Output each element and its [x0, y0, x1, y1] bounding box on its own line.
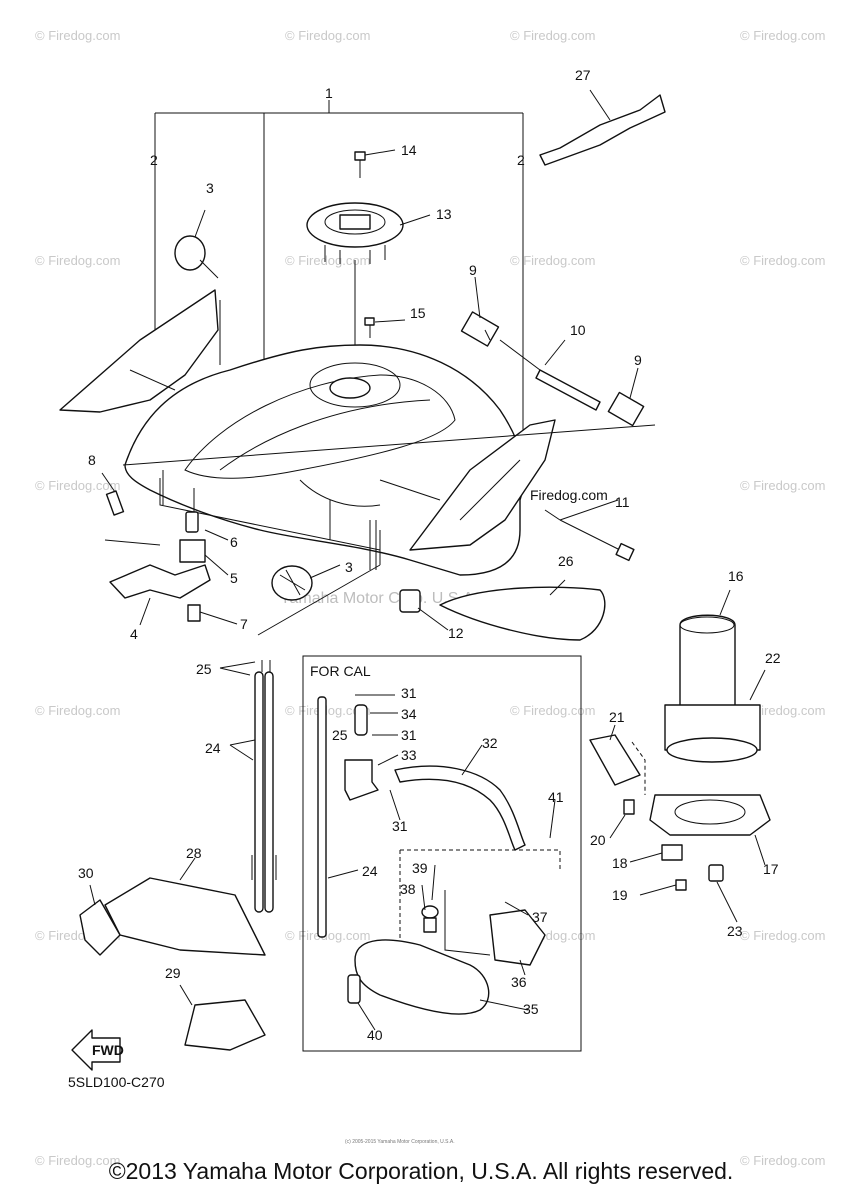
rubber-seal-27 — [539, 94, 666, 166]
callout-3: 3 — [345, 559, 353, 575]
side-cover-right — [409, 419, 556, 551]
watermark-text: © Firedog.com — [510, 28, 595, 43]
callout-1: 1 — [325, 85, 333, 101]
watermark-text: © Firedog.com — [740, 478, 825, 493]
fwd-label: FWD — [92, 1042, 124, 1058]
bolt-11 — [544, 509, 635, 562]
watermark-text: © Firedog.com — [285, 253, 370, 268]
callout-17: 17 — [763, 861, 779, 877]
callout-7: 7 — [240, 616, 248, 632]
fuel-cap-assembly — [306, 151, 404, 345]
watermark-text: © Firedog.com — [35, 253, 120, 268]
for-cal-box — [302, 655, 582, 1052]
callout-30: 30 — [78, 865, 94, 881]
watermark-layer: © Firedog.com © Firedog.com © Firedog.co… — [35, 28, 825, 1168]
callout-33: 33 — [401, 747, 417, 763]
fuel-filter-pipe — [460, 311, 645, 427]
callout-20: 20 — [590, 832, 606, 848]
fuel-pump-assembly — [589, 614, 771, 891]
small-print: (c) 2005-2015 Yamaha Motor Corporation, … — [345, 1139, 455, 1145]
callout-21: 21 — [609, 709, 625, 725]
callout-31: 31 — [401, 685, 417, 701]
watermark-text: © Firedog.com — [740, 928, 825, 943]
callout-32: 32 — [482, 735, 498, 751]
emblem-part — [271, 565, 313, 601]
side-covers-lower — [79, 877, 266, 1051]
callout-5: 5 — [230, 570, 238, 586]
rubber-strip — [439, 586, 606, 641]
for-cal-label: FOR CAL — [310, 663, 371, 679]
callout-numbers: 1 2 2 3 3 4 5 6 7 8 9 9 10 11 12 13 14 1… — [78, 67, 781, 1043]
callout-41: 41 — [548, 789, 564, 805]
callout-26: 26 — [558, 553, 574, 569]
callout-16: 16 — [728, 568, 744, 584]
callout-9: 9 — [469, 262, 477, 278]
callout-39: 39 — [412, 860, 428, 876]
assembly-bracket — [154, 100, 524, 450]
watermark-text: © Firedog.com — [510, 703, 595, 718]
watermark-text: © Firedog.com — [740, 253, 825, 268]
drain-hoses — [251, 520, 381, 913]
callout-18: 18 — [612, 855, 628, 871]
copyright-notice: ©2013 Yamaha Motor Corporation, U.S.A. A… — [108, 1158, 734, 1184]
watermark-text: © Firedog.com — [740, 703, 825, 718]
callout-14: 14 — [401, 142, 417, 158]
emblem-part — [174, 235, 206, 271]
callout-27: 27 — [575, 67, 591, 83]
watermark-text: © Firedog.com — [510, 253, 595, 268]
callout-9: 9 — [634, 352, 642, 368]
leader-lines — [89, 89, 766, 1031]
callout-2: 2 — [517, 152, 525, 168]
callout-31: 31 — [392, 818, 408, 834]
watermark-text: © Firedog.com — [35, 1153, 120, 1168]
watermark-text: © Firedog.com — [285, 28, 370, 43]
canister-assembly — [317, 696, 561, 1015]
clip-part — [399, 589, 421, 613]
watermark-text: © Firedog.com — [35, 703, 120, 718]
callout-11: 11 — [615, 494, 630, 510]
callout-29: 29 — [165, 965, 181, 981]
mount-bracket — [104, 470, 211, 622]
diagram-code: 5SLD100-C270 — [68, 1074, 165, 1090]
watermark-text: © Firedog.com — [35, 28, 120, 43]
watermark-text: © Firedog.com — [740, 1153, 825, 1168]
watermark-text: © Firedog.com — [35, 478, 120, 493]
callout-24: 24 — [362, 863, 378, 879]
watermark-text: © Firedog.com — [285, 928, 370, 943]
watermark-text: © Firedog.com — [285, 703, 370, 718]
callout-24: 24 — [205, 740, 221, 756]
callout-34: 34 — [401, 706, 417, 722]
callout-13: 13 — [436, 206, 452, 222]
callout-2: 2 — [150, 152, 158, 168]
fwd-arrow-icon: FWD — [71, 1029, 124, 1071]
callout-37: 37 — [532, 909, 548, 925]
callout-12: 12 — [448, 625, 464, 641]
callout-25: 25 — [196, 661, 212, 677]
callout-6: 6 — [230, 534, 238, 550]
callout-31: 31 — [401, 727, 417, 743]
side-cover-left — [59, 289, 219, 413]
callout-22: 22 — [765, 650, 781, 666]
callout-28: 28 — [186, 845, 202, 861]
callout-19: 19 — [612, 887, 628, 903]
callout-10: 10 — [570, 322, 586, 338]
callout-38: 38 — [400, 881, 416, 897]
callout-3: 3 — [206, 180, 214, 196]
callout-15: 15 — [410, 305, 426, 321]
watermark-text: © Firedog.com — [740, 28, 825, 43]
callout-36: 36 — [511, 974, 527, 990]
callout-35: 35 — [523, 1001, 539, 1017]
callout-40: 40 — [367, 1027, 383, 1043]
callout-23: 23 — [727, 923, 743, 939]
callout-25: 25 — [332, 727, 348, 743]
callout-8: 8 — [88, 452, 96, 468]
watermark-site-inline: Firedog.com — [530, 487, 608, 503]
callout-4: 4 — [130, 626, 138, 642]
